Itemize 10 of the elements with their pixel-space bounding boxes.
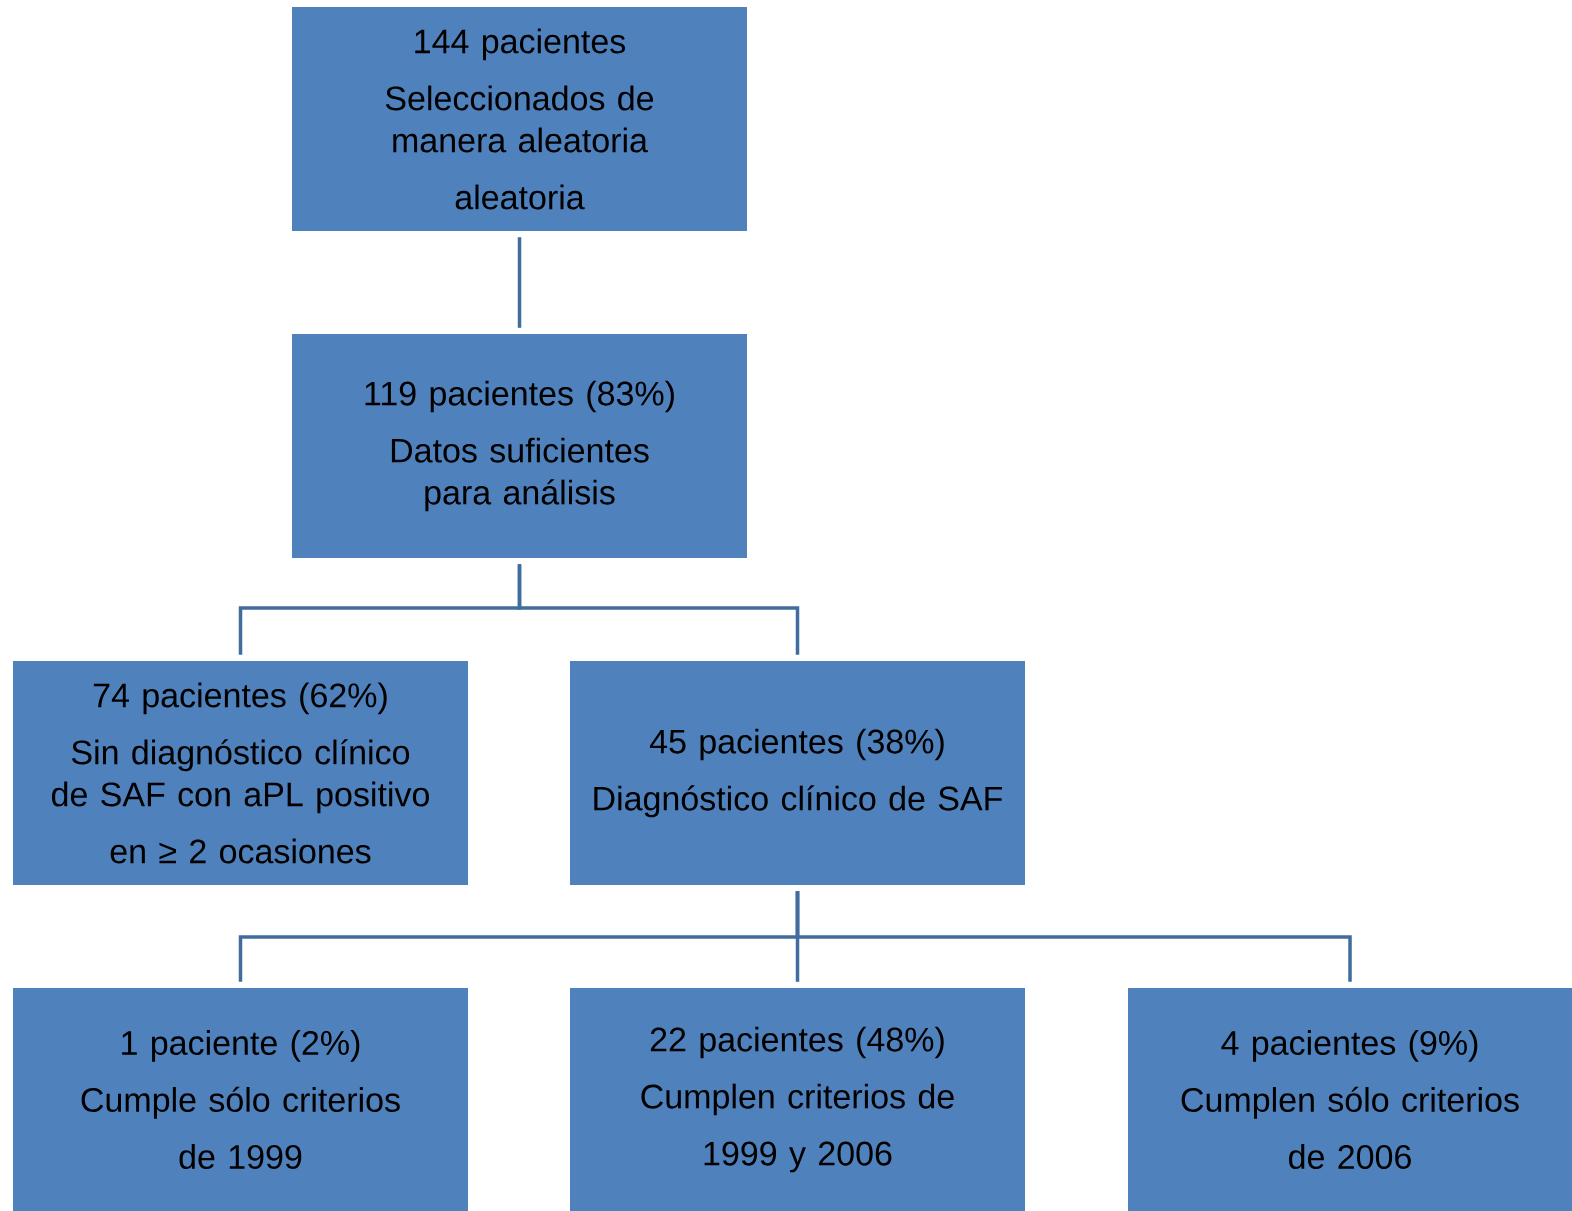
process-box: 144 pacientes Seleccionados de manera aleatoria aleatoria xyxy=(292,7,747,231)
process-box: 4 pacientes (9%) Cumplen sólo criterios de 2006 xyxy=(1128,988,1572,1211)
connector-line xyxy=(795,891,1352,982)
process-box: 74 pacientes (62%) Sin diagnóstico clínico de SAF con aPL positivo en ≥ 2 ocasiones xyxy=(13,661,468,885)
process-box: 1 paciente (2%) Cumple sólo criterios de 1999 xyxy=(13,988,468,1211)
connector-line xyxy=(517,564,800,655)
process-box: 45 pacientes (38%) Diagnóstico clínico de SAF xyxy=(570,661,1025,885)
connector-line xyxy=(517,237,522,328)
process-box: 22 pacientes (48%) Cumplen criterios de 1999 y 2006 xyxy=(570,988,1025,1211)
process-box: 119 pacientes (83%) Datos suficientes para análisis xyxy=(292,334,747,558)
